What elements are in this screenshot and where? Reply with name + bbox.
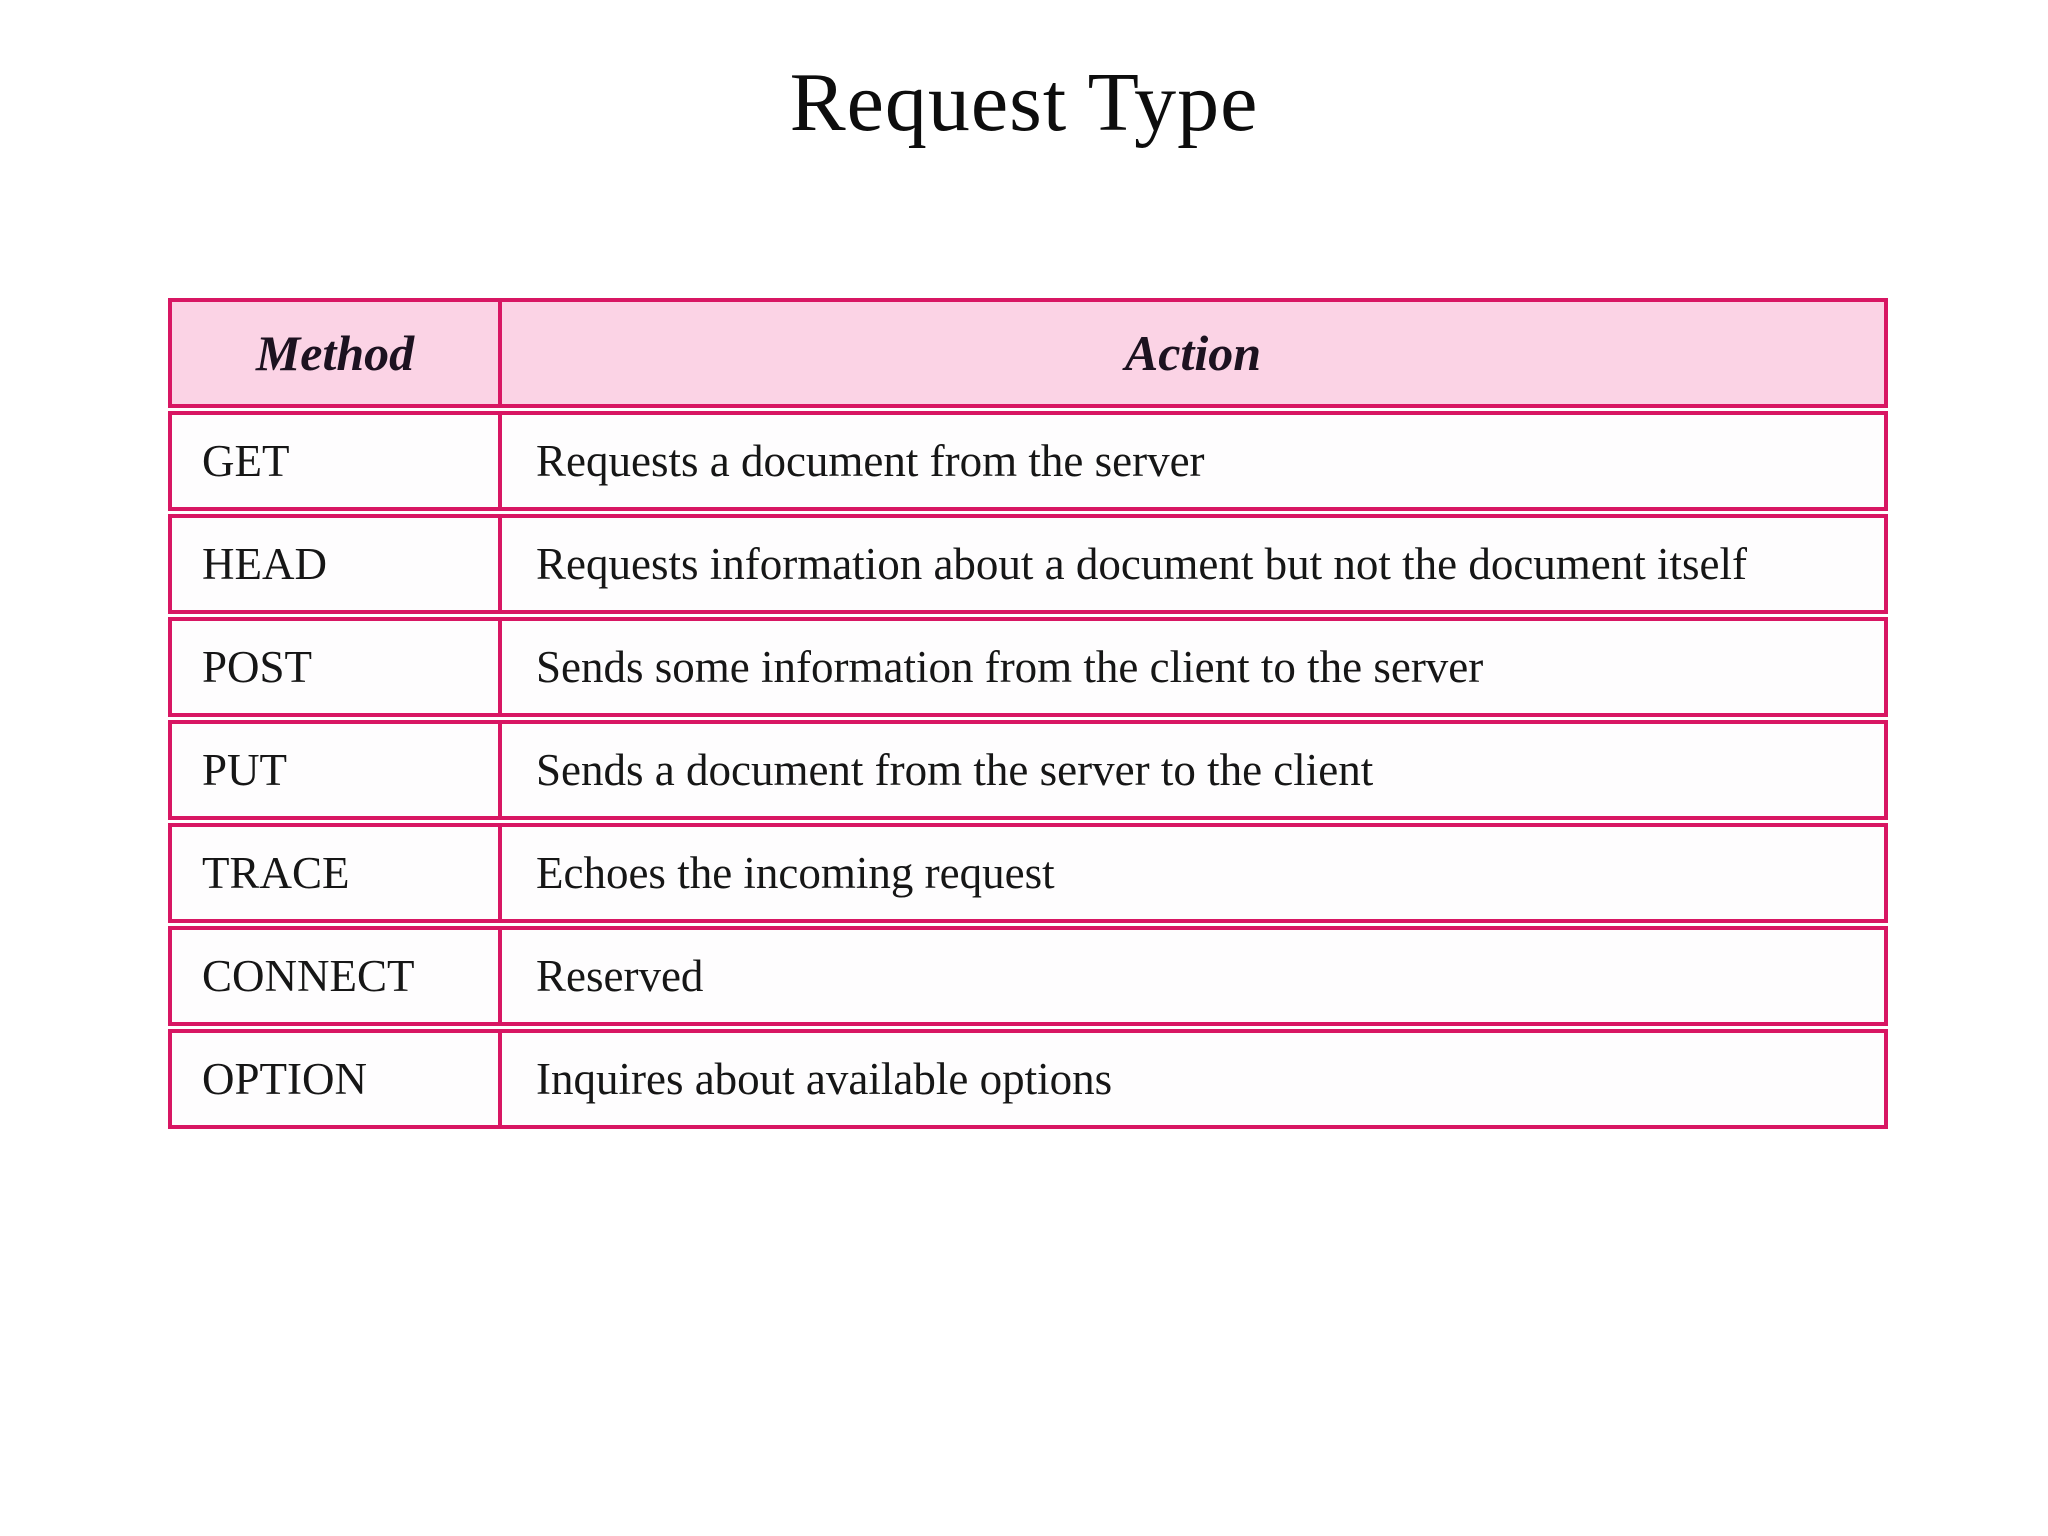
column-header-action: Action (1124, 325, 1262, 381)
column-header-method: Method (172, 302, 502, 404)
table-row-post: POST Sends some information from the cli… (168, 617, 1888, 717)
page-title: Request Type (789, 56, 1259, 149)
method-cell: PUT (172, 724, 502, 816)
action-cell: Requests information about a document bu… (536, 539, 1748, 589)
method-cell: POST (172, 621, 502, 713)
action-cell: Sends some information from the client t… (536, 642, 1484, 692)
table-row-trace: TRACE Echoes the incoming request (168, 823, 1888, 923)
action-cell: Inquires about available options (536, 1054, 1113, 1104)
method-cell: GET (172, 415, 502, 507)
method-cell: OPTION (172, 1033, 502, 1125)
table-row-head: HEAD Requests information about a docume… (168, 514, 1888, 614)
action-cell: Requests a document from the server (536, 436, 1205, 486)
table-row-connect: CONNECT Reserved (168, 926, 1888, 1026)
method-cell: TRACE (172, 827, 502, 919)
method-cell: CONNECT (172, 930, 502, 1022)
table-row-get: GET Requests a document from the server (168, 411, 1888, 511)
request-method-table: Method Action GET Requests a document fr… (168, 298, 1888, 1129)
action-cell: Reserved (536, 951, 704, 1001)
table-row-put: PUT Sends a document from the server to … (168, 720, 1888, 820)
action-cell: Sends a document from the server to the … (536, 745, 1374, 795)
table-header-row: Method Action (168, 298, 1888, 408)
method-cell: HEAD (172, 518, 502, 610)
action-cell: Echoes the incoming request (536, 848, 1055, 898)
table-row-option: OPTION Inquires about available options (168, 1029, 1888, 1129)
